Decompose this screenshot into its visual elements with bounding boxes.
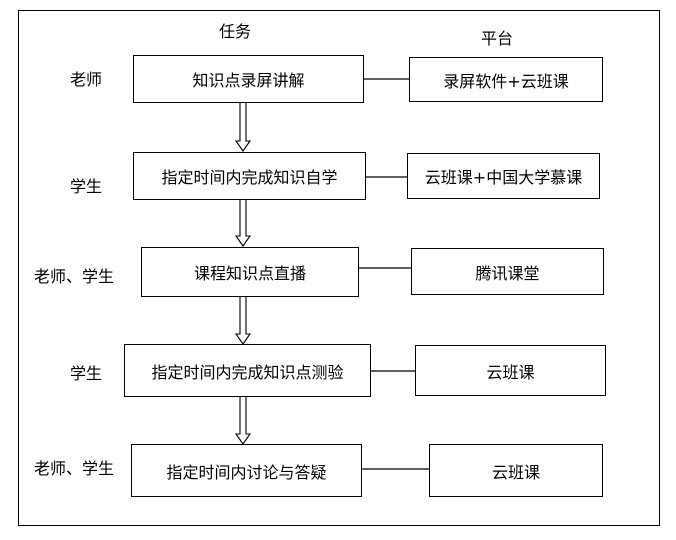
role-label-2: 学生: [70, 177, 103, 196]
role-label-5: 老师、学生: [34, 459, 115, 478]
down-arrow-2: [234, 200, 252, 247]
role-label-1: 老师: [70, 70, 103, 89]
role-label-3: 老师、学生: [34, 267, 115, 286]
platform-box-1: 录屏软件+云班课: [409, 57, 603, 102]
platform-box-3: 腾讯课堂: [411, 248, 604, 295]
platform-box-4: 云班课: [415, 345, 606, 396]
task-box-4: 指定时间内完成知识点测验: [124, 344, 371, 397]
platform-box-2: 云班课+中国大学慕课: [407, 153, 600, 199]
down-arrow-4: [234, 397, 252, 445]
role-label-4: 学生: [70, 364, 103, 383]
task-column-header: 任务: [219, 22, 252, 41]
task-box-2: 指定时间内完成知识自学: [133, 152, 366, 200]
diagram-frame: [18, 10, 660, 526]
platform-box-5: 云班课: [429, 444, 603, 497]
down-arrow-1: [234, 103, 252, 152]
platform-column-header: 平台: [481, 29, 514, 48]
task-box-3: 课程知识点直播: [141, 247, 359, 297]
task-box-1: 知识点录屏讲解: [133, 55, 364, 103]
down-arrow-3: [234, 297, 252, 345]
task-box-5: 指定时间内讨论与答疑: [131, 444, 362, 497]
